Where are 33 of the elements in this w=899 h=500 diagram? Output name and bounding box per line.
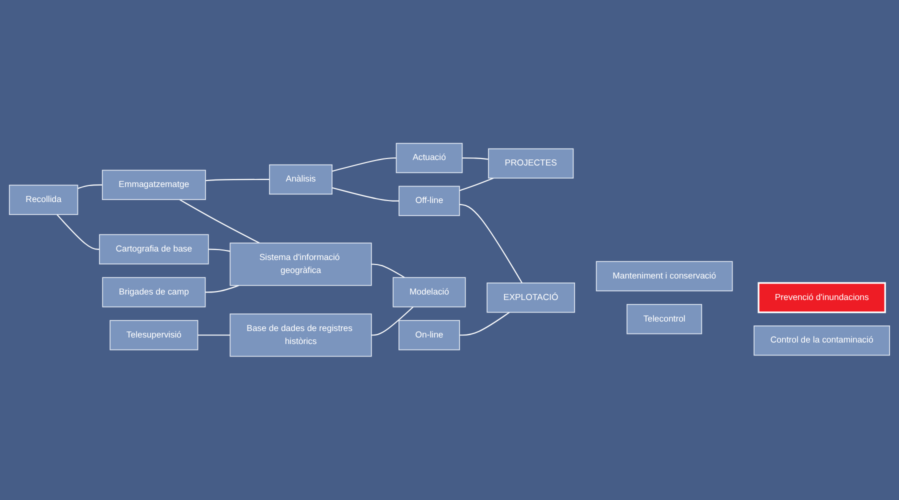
connector [332,158,396,172]
node-box: Off-line [398,186,460,216]
connector [459,178,494,192]
connector [462,158,489,160]
node-box: On-line [398,320,460,350]
node-box: Base de dades de registres històrics [230,314,372,357]
connector [332,187,400,202]
node-box: PROJECTES [488,148,574,179]
node-box: Control de la contaminació [754,326,890,356]
connector [371,306,414,336]
connector [205,285,240,293]
connector [56,214,100,250]
node-box: EXPLOTACIÓ [486,282,576,313]
connector [208,248,230,252]
node-box: Modelació [392,277,466,308]
node-box: Telecontrol [626,304,702,334]
node-box: Telesupervisió [110,320,198,350]
connector [459,204,523,284]
connector [179,199,260,244]
node-box: Brigades de camp [102,277,206,308]
node-box: Emmagatzematge [102,170,206,200]
node-box: Anàlisis [269,164,332,195]
node-box: Sistema d'informació geogràfica [230,242,372,286]
connector [198,334,230,336]
node-box: Cartografia de base [99,234,209,265]
node-box: Manteniment i conservació [596,261,733,292]
node-box: Actuació [396,143,463,174]
connector [78,184,102,190]
node-box: Recollida [8,184,78,216]
connector [205,179,270,182]
connector [460,312,510,336]
connector [371,264,405,278]
node-box: Prevenció d'inundacions [758,282,886,314]
